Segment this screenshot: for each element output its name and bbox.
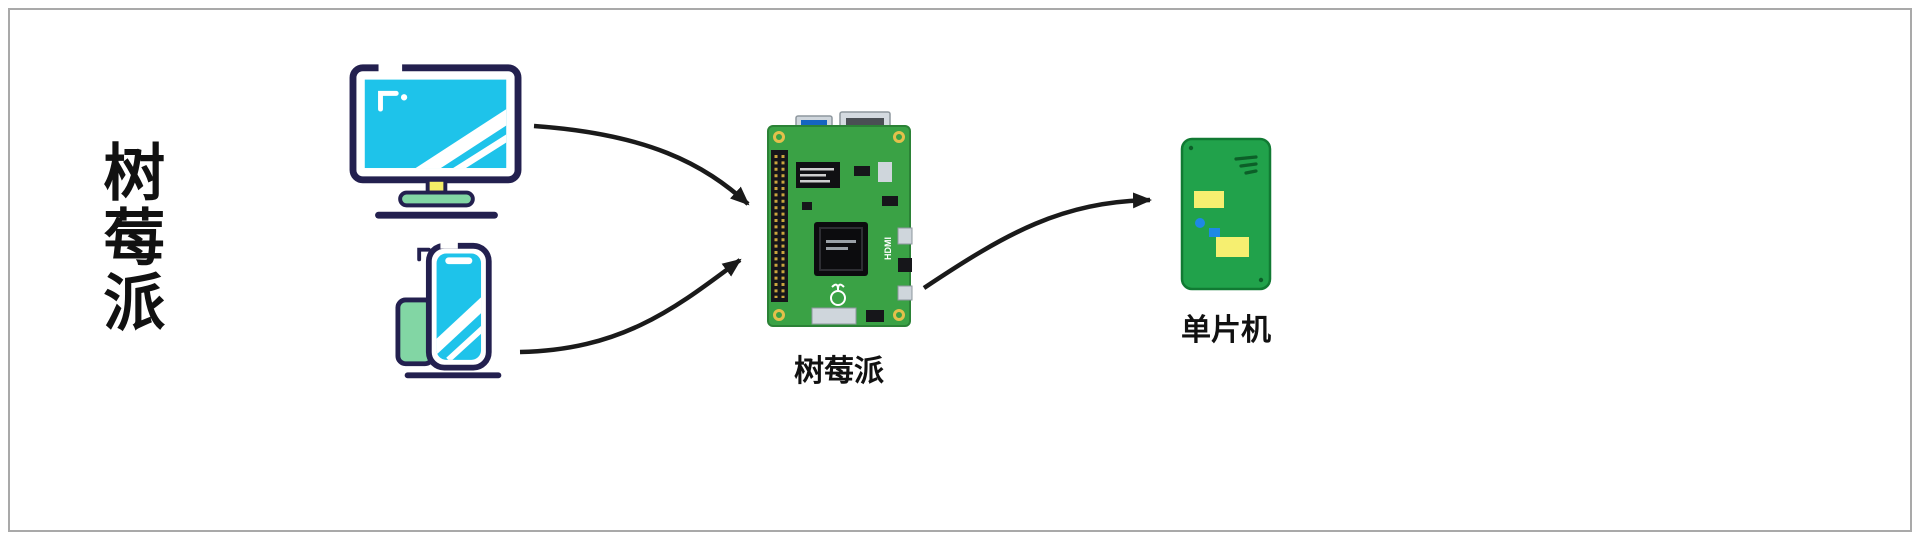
mcu-label: 单片机 (1181, 314, 1271, 347)
pi-chip-print (800, 180, 830, 183)
phone-outline-break (440, 240, 458, 249)
pi-hdmi-text: HDMI (883, 237, 893, 260)
smartphone-icon (395, 240, 502, 379)
diagram-side-title: 树莓派 (93, 140, 163, 335)
pi-component (854, 166, 870, 176)
mcu-trace-marks (1234, 155, 1258, 175)
arrow-pi-to-mcu (922, 192, 1152, 290)
pi-soc-print (826, 247, 848, 250)
pi-component (882, 196, 898, 206)
desktop-monitor-icon (349, 61, 522, 219)
mcu-pad-1 (1194, 191, 1224, 208)
pi-component (878, 162, 892, 182)
mcu-pcb (1180, 137, 1272, 291)
pi-component (802, 202, 812, 210)
pi-chip-print (800, 168, 834, 171)
monitor-outline-break (378, 61, 403, 74)
pi-micro-hdmi-port (897, 227, 913, 245)
microcontroller-board (1180, 137, 1272, 291)
phone-corner-mark (417, 247, 431, 262)
pi-usbc-port (897, 285, 913, 301)
pi-chip-print (800, 174, 826, 177)
pi-component (866, 310, 884, 322)
raspberry-pi-label: 树莓派 (794, 355, 884, 388)
monitor-screen-glare (415, 109, 507, 169)
pi-mount-hole (893, 131, 905, 143)
phone-screen-glare (436, 293, 482, 360)
screen-corner-mark (378, 90, 399, 112)
mcu-corner-dot (1258, 277, 1264, 283)
pi-mount-hole (893, 309, 905, 321)
pi-mount-hole (773, 309, 785, 321)
monitor-base (398, 190, 475, 208)
pi-soc-print (826, 240, 856, 243)
arrow-monitor-to-pi (533, 123, 750, 206)
pi-component (898, 258, 912, 272)
raspberry-logo-icon (830, 283, 846, 306)
mcu-corner-dot (1188, 145, 1194, 151)
pi-soc-inner (819, 227, 863, 271)
page-border (8, 8, 1912, 532)
mcu-pad-2 (1216, 237, 1249, 257)
phone-notch (445, 257, 473, 265)
pi-mount-hole (773, 131, 785, 143)
screen-corner-dot (400, 94, 408, 101)
mcu-blue-dot (1195, 218, 1205, 228)
arrow-phone-to-pi (519, 258, 742, 355)
raspberry-pi-board: HDMI (767, 111, 913, 327)
pi-gpio-header (771, 150, 788, 302)
pi-bottom-port (811, 307, 857, 325)
mcu-blue-chip (1209, 228, 1220, 237)
